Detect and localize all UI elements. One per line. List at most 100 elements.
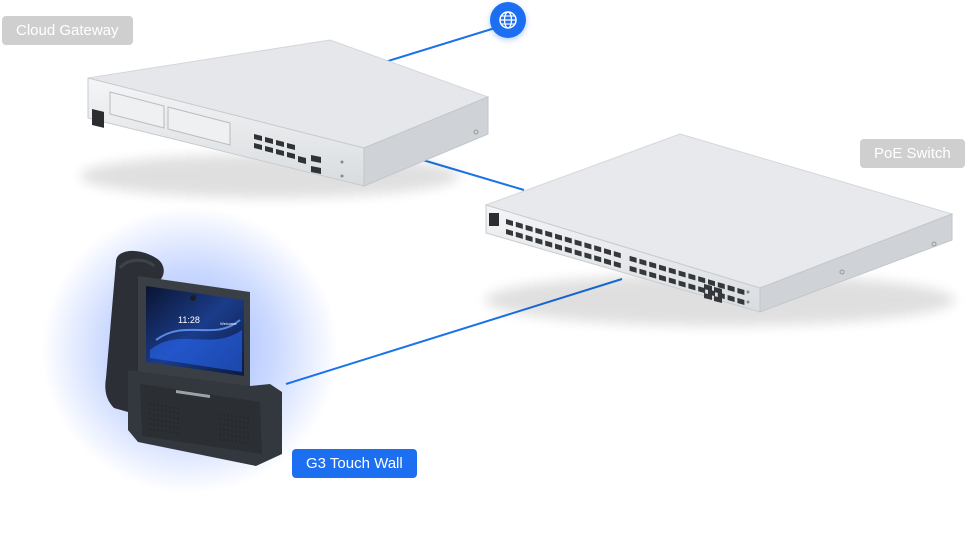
switch-port xyxy=(545,240,553,248)
speaker-grille-dot xyxy=(153,408,155,411)
speaker-grille-dot xyxy=(243,431,245,434)
speaker-grille-dot xyxy=(247,432,249,435)
switch-port xyxy=(688,273,696,281)
speaker-grille-dot xyxy=(231,429,233,432)
switch-port xyxy=(506,229,513,236)
switch-sfp-port xyxy=(714,296,722,303)
switch-port xyxy=(678,270,686,278)
speaker-grille-dot xyxy=(231,439,233,442)
speaker-grille-dot xyxy=(235,425,237,428)
speaker-grille-dot xyxy=(247,417,249,420)
speaker-grille-dot xyxy=(149,428,151,430)
switch-port xyxy=(698,286,706,294)
speaker-grille-dot xyxy=(247,442,249,445)
switch-port xyxy=(659,264,666,272)
switch-port xyxy=(639,258,647,266)
switch-port xyxy=(574,239,582,247)
switch-port xyxy=(515,221,523,229)
speaker-grille-dot xyxy=(149,423,151,425)
speaker-grille-dot xyxy=(239,426,241,428)
switch-port xyxy=(564,236,572,244)
device-time: 11:28 xyxy=(178,315,200,325)
speaker-grille-dot xyxy=(157,404,159,407)
speaker-grille-dot xyxy=(231,419,233,422)
speaker-grille-dot xyxy=(219,428,221,430)
speaker-grille-dot xyxy=(169,431,171,433)
speaker-grille-dot xyxy=(157,419,159,422)
speaker-grille-dot xyxy=(227,439,229,442)
switch-port xyxy=(708,279,715,287)
speaker-grille-dot xyxy=(153,428,155,431)
switch-port xyxy=(564,246,572,254)
switch-port xyxy=(668,277,676,285)
speaker-grille-dot xyxy=(243,416,245,419)
speaker-grille-dot xyxy=(173,406,175,409)
speaker-grille-dot xyxy=(227,419,229,422)
speaker-grille-dot xyxy=(161,414,163,417)
speaker-grille-dot xyxy=(157,429,159,432)
speaker-grille-dot xyxy=(165,425,167,428)
speaker-grille-dot xyxy=(219,413,221,415)
speaker-grille-dot xyxy=(169,416,171,418)
speaker-grille-dot xyxy=(223,433,225,436)
speaker-grille-dot xyxy=(169,426,171,428)
speaker-grille-dot xyxy=(149,403,151,405)
speaker-grille-dot xyxy=(169,411,171,413)
switch-port xyxy=(717,292,725,300)
poe-switch-label: PoE Switch xyxy=(860,139,965,168)
speaker-grille-dot xyxy=(219,423,221,425)
speaker-grille-dot xyxy=(153,418,155,421)
switch-port xyxy=(604,248,611,256)
switch-port xyxy=(594,255,602,263)
switch-port xyxy=(506,219,513,226)
switch-port xyxy=(678,280,686,288)
speaker-grille-dot xyxy=(165,430,167,433)
g3-touch-wall-device: 11:28 Welcome xyxy=(105,250,282,466)
speaker-grille-dot xyxy=(227,424,229,427)
speaker-grille-dot xyxy=(165,410,167,413)
speaker-grille-dot xyxy=(223,428,225,431)
switch-sfp-port xyxy=(704,284,712,291)
speaker-grille-dot xyxy=(149,408,151,410)
switch-port xyxy=(659,274,666,282)
speaker-grille-dot xyxy=(173,431,175,434)
speaker-grille-dot xyxy=(239,416,241,418)
switch-port xyxy=(555,233,562,241)
speaker-grille-dot xyxy=(219,418,221,420)
speaker-grille-dot xyxy=(157,409,159,412)
speaker-grille-dot xyxy=(169,421,171,423)
switch-port xyxy=(515,231,523,239)
speaker-grille-dot xyxy=(227,429,229,432)
switch-port xyxy=(574,249,582,257)
switch-port xyxy=(698,276,706,284)
speaker-grille-dot xyxy=(161,404,163,407)
speaker-grille-dot xyxy=(223,423,225,426)
switch-port xyxy=(525,234,533,242)
switch-port xyxy=(639,268,647,276)
speaker-grille-dot xyxy=(247,422,249,425)
speaker-grille-dot xyxy=(243,436,245,439)
internet-node xyxy=(490,2,526,38)
speaker-grille-dot xyxy=(231,434,233,437)
speaker-grille-dot xyxy=(177,422,179,425)
speaker-grille-dot xyxy=(149,413,151,415)
switch-port xyxy=(649,261,657,269)
switch-port xyxy=(535,227,543,235)
speaker-grille-dot xyxy=(177,432,179,435)
speaker-grille-dot xyxy=(223,413,225,416)
switch-port xyxy=(737,297,745,305)
speaker-grille-dot xyxy=(165,405,167,408)
speaker-grille-dot xyxy=(235,440,237,443)
speaker-grille-dot xyxy=(169,406,171,408)
switch-port xyxy=(535,237,543,245)
speaker-grille-dot xyxy=(161,409,163,412)
speaker-grille-dot xyxy=(223,418,225,421)
switch-port xyxy=(727,285,735,293)
speaker-grille-dot xyxy=(177,412,179,415)
speaker-grille-dot xyxy=(153,413,155,416)
speaker-grille-dot xyxy=(177,417,179,420)
switch-port xyxy=(629,265,637,273)
switch-port xyxy=(629,255,637,263)
speaker-grille-dot xyxy=(161,419,163,422)
speaker-grille-dot xyxy=(231,414,233,417)
